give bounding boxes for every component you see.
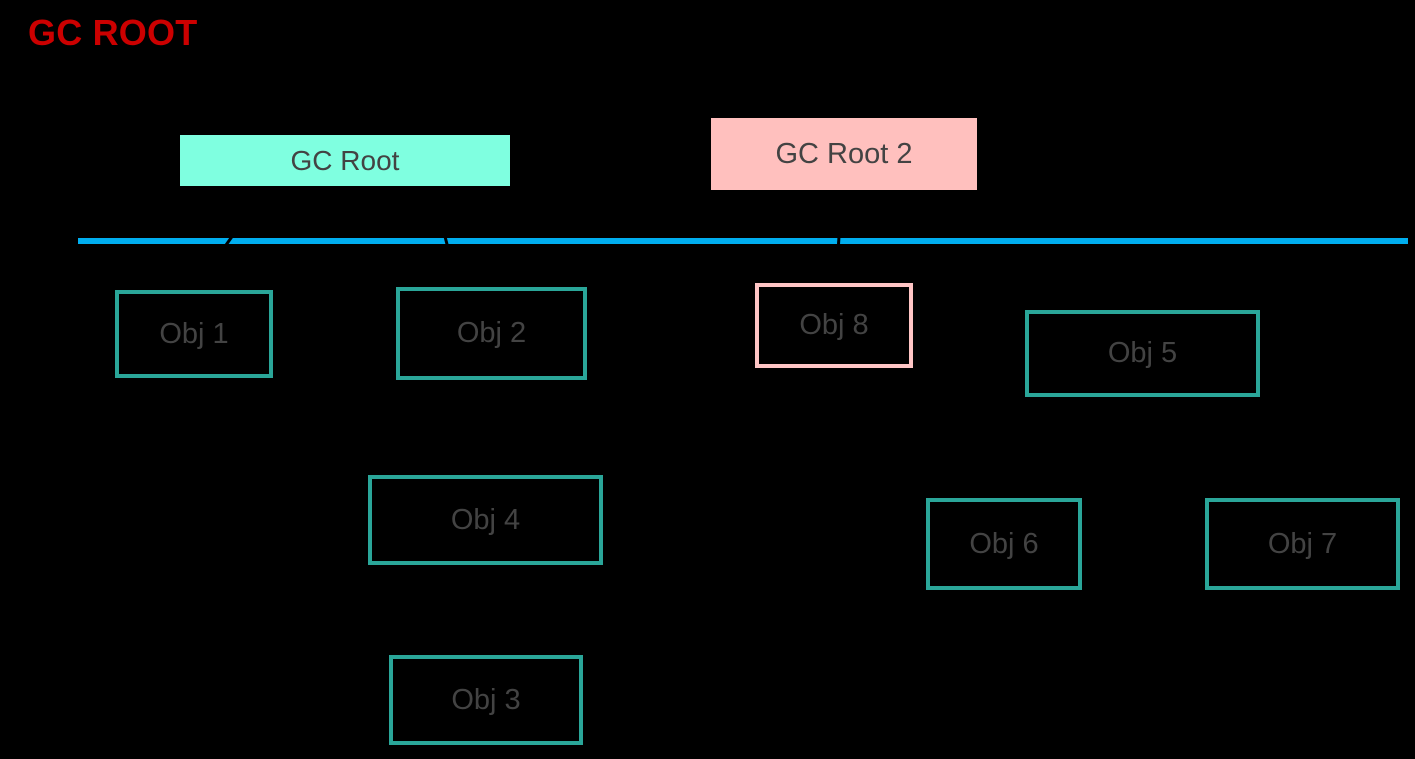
node-label-obj-2: Obj 2 — [456, 317, 527, 349]
node-obj-7[interactable]: Obj 7 — [1205, 498, 1400, 590]
edge-gcroot-obj2 — [430, 185, 463, 290]
node-gc-root[interactable]: GC Root — [180, 135, 510, 186]
node-obj-8[interactable]: Obj 8 — [755, 283, 913, 368]
edge-obj4-obj3 — [477, 564, 496, 658]
node-gc-root-2[interactable]: GC Root 2 — [711, 118, 977, 190]
node-label-gc-root: GC Root — [290, 144, 400, 176]
node-obj-5[interactable]: Obj 5 — [1025, 310, 1260, 397]
node-obj-4[interactable]: Obj 4 — [368, 475, 603, 565]
node-obj-6[interactable]: Obj 6 — [926, 498, 1082, 590]
node-obj-2[interactable]: Obj 2 — [396, 287, 587, 380]
edge-obj2-obj4 — [478, 379, 497, 478]
edge-obj5-obj7 — [1220, 396, 1273, 501]
node-label-obj-5: Obj 5 — [1107, 337, 1178, 369]
node-obj-3[interactable]: Obj 3 — [389, 655, 583, 745]
edge-gcroot2-obj8 — [827, 189, 846, 286]
edge-obj5-obj6 — [1002, 396, 1082, 501]
node-label-obj-3: Obj 3 — [451, 683, 521, 716]
node-label-obj-4: Obj 4 — [450, 503, 521, 536]
gc-root-boundary-line — [78, 238, 1408, 244]
node-label-obj-8: Obj 8 — [799, 309, 869, 341]
node-obj-1[interactable]: Obj 1 — [115, 290, 273, 378]
node-label-obj-6: Obj 6 — [969, 527, 1039, 560]
page-title: GC ROOT — [28, 12, 198, 53]
node-label-obj-7: Obj 7 — [1267, 527, 1338, 560]
node-label-obj-1: Obj 1 — [159, 317, 229, 350]
node-label-gc-root-2: GC Root 2 — [775, 137, 913, 170]
